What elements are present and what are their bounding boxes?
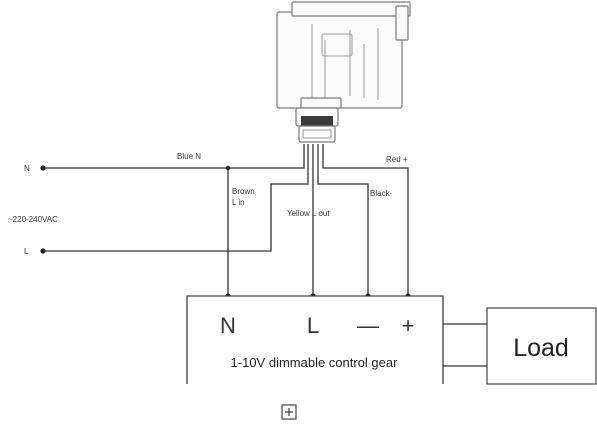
terminal-l-label: L xyxy=(307,313,319,338)
mains-voltage-label: ~220-240VAC xyxy=(8,215,58,224)
blue-neutral-wire xyxy=(43,144,305,169)
load-box xyxy=(486,307,597,385)
control-gear-fade xyxy=(182,384,450,424)
control-gear-title: 1-10V dimmable control gear xyxy=(231,355,399,370)
black-wire-label: Black- xyxy=(370,189,393,198)
cable-gland-seal xyxy=(301,116,333,126)
sensor-window xyxy=(321,33,353,57)
cable-gland-base xyxy=(298,125,336,143)
load: Load xyxy=(486,307,597,385)
yellow-wire-label: Yellow L out xyxy=(287,209,330,218)
control-gear: N L — + 1-10V dimmable control gear xyxy=(182,295,450,424)
black-dim-minus-wire xyxy=(317,144,369,296)
sensor-device xyxy=(276,1,411,143)
load-connection xyxy=(443,323,487,367)
red-wire-label: Red + xyxy=(386,155,408,164)
sensor-neck xyxy=(300,97,342,109)
wire-labels: Blue N Brown L in Yellow L out Black- Re… xyxy=(177,152,408,218)
wiring xyxy=(43,144,411,299)
blue-wire-label: Blue N xyxy=(177,152,201,161)
brown-wire-label-line1: Brown xyxy=(232,187,255,196)
sensor-top-plate xyxy=(291,1,411,17)
terminal-minus-label: — xyxy=(357,313,379,338)
sensor-ribs xyxy=(311,24,379,100)
terminal-n-label: N xyxy=(220,313,236,338)
expand-button[interactable] xyxy=(281,404,297,420)
sensor-housing xyxy=(276,11,403,109)
brown-wire-label-line2: L in xyxy=(232,198,245,207)
mains-neutral-label: N xyxy=(24,164,30,173)
mains-live-label: L xyxy=(24,247,29,256)
mains-input: N ~220-240VAC L xyxy=(8,164,58,256)
terminal-plus-label: + xyxy=(402,313,415,338)
brown-live-in-wire xyxy=(43,144,309,252)
red-dim-plus-wire xyxy=(322,144,409,296)
sensor-clip xyxy=(395,5,409,41)
neutral-junction-node xyxy=(225,165,231,171)
cable-gland-thread xyxy=(302,129,332,139)
load-label: Load xyxy=(513,334,569,362)
